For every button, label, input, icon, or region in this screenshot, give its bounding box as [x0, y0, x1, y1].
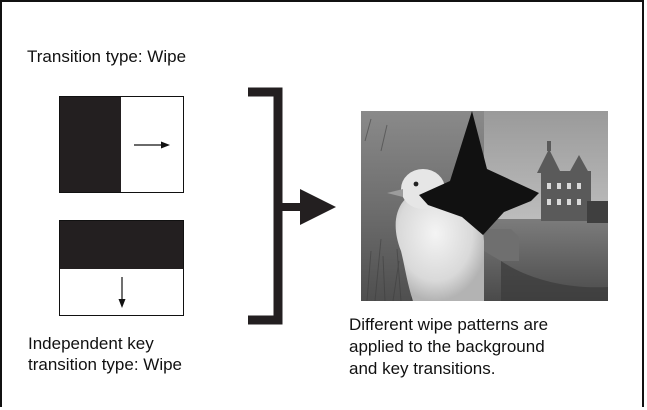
transition-type-label: Transition type: Wipe [27, 47, 187, 66]
vertical-wipe-diagram [59, 220, 184, 316]
castle [537, 141, 591, 221]
independent-key-label-line2: transition type: Wipe [28, 355, 183, 374]
composite-result-image [361, 111, 608, 301]
horizontal-wipe-diagram [59, 96, 184, 193]
wipe-result-illustration [361, 111, 608, 301]
independent-key-label-line1: Independent key [28, 334, 154, 353]
result-caption-line3: and key transitions. [349, 359, 496, 378]
wipe-fill-top [60, 221, 183, 269]
wipe-fill-left [60, 97, 121, 192]
result-caption-line2: applied to the background [349, 337, 545, 356]
chick-beak [387, 189, 403, 197]
trees [587, 201, 608, 223]
arrow-right-icon [134, 141, 170, 149]
star-wipe-icon [419, 111, 539, 235]
result-caption-line1: Different wipe patterns are [349, 315, 549, 334]
arrow-down-icon [118, 277, 126, 308]
chick-eye [413, 181, 419, 187]
pier [484, 229, 519, 261]
